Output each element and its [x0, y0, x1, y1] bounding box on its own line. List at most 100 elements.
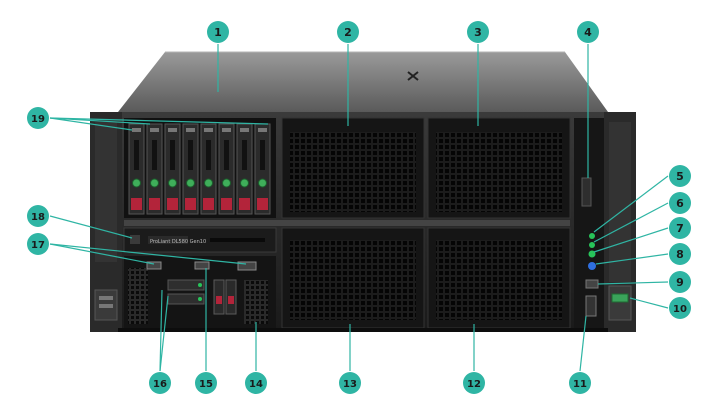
front-usb-port-right[interactable]	[585, 295, 597, 317]
fan-bay-upper-left	[281, 117, 425, 219]
callout-leader-line	[49, 215, 133, 239]
drive-release-button[interactable]	[131, 198, 142, 210]
right-vent	[244, 280, 268, 324]
drive-bay[interactable]	[236, 123, 253, 215]
callout-marker: 13	[339, 372, 361, 394]
callout-number: 1	[214, 26, 222, 39]
optical-drive	[123, 227, 277, 253]
fan-bay-lower-right	[427, 227, 571, 329]
callout-leader-line	[593, 175, 669, 233]
front-usb-port-left[interactable]	[146, 261, 162, 270]
serial-label-pull-tab[interactable]	[581, 177, 592, 207]
callout-marker: 12	[463, 372, 485, 394]
drive-release-button[interactable]	[239, 198, 250, 210]
left-vent	[128, 268, 148, 324]
callout-marker: 1	[207, 21, 229, 43]
drive-release-button[interactable]	[203, 198, 214, 210]
callout-leader-line	[593, 202, 669, 243]
front-io-area	[124, 256, 276, 328]
callout-marker: 5	[669, 165, 691, 187]
vga-port[interactable]	[237, 261, 257, 271]
drive-bay[interactable]	[218, 123, 235, 215]
callout-number: 14	[249, 379, 263, 390]
callout-number: 16	[153, 379, 167, 390]
callout-number: 10	[673, 304, 687, 315]
drive-status-led	[222, 178, 231, 188]
callout-leader-line	[159, 295, 169, 372]
drive-bay[interactable]	[164, 123, 181, 215]
callout-marker: 17	[27, 233, 49, 255]
callout-leader-line	[49, 117, 151, 125]
drive-release-button[interactable]	[149, 198, 160, 210]
pull-tab-handle[interactable]	[611, 293, 629, 303]
hpe-logo-top	[407, 71, 419, 81]
callout-marker: 3	[467, 21, 489, 43]
top-cover	[118, 52, 608, 112]
drive-release-button[interactable]	[221, 198, 232, 210]
callout-number: 19	[31, 114, 45, 125]
drive-cage	[124, 118, 276, 218]
callout-number: 18	[31, 212, 45, 223]
callout-marker: 2	[337, 21, 359, 43]
callout-leader-line	[49, 117, 133, 131]
callout-marker: 16	[149, 372, 171, 394]
drive-led-lower	[198, 297, 202, 301]
optical-drive-label: ProLiant DL580 Gen10	[150, 239, 206, 245]
callout-number: 9	[676, 276, 684, 289]
callout-number: 6	[676, 197, 684, 210]
drive-bay[interactable]	[200, 123, 217, 215]
drive-release-button[interactable]	[185, 198, 196, 210]
front-usb-port-middle[interactable]	[194, 261, 210, 270]
m2-drive-bay-upper[interactable]	[167, 279, 205, 291]
callout-number: 7	[676, 222, 684, 235]
callout-marker: 7	[669, 217, 691, 239]
drive-status-led	[258, 178, 267, 188]
callout-leader-line	[595, 253, 669, 265]
callout-marker: 6	[669, 192, 691, 214]
drive-status-led	[132, 178, 141, 188]
front-control-panel	[574, 118, 604, 330]
callout-marker: 10	[669, 297, 691, 319]
callout-leader-line	[629, 297, 669, 309]
nic-status-led	[589, 242, 595, 248]
callout-leader-line	[49, 243, 247, 265]
callout-marker: 18	[27, 205, 49, 227]
fan-bay-lower-left	[281, 227, 425, 329]
callout-number: 15	[199, 379, 213, 390]
uid-button[interactable]	[588, 262, 596, 270]
callout-marker: 8	[669, 243, 691, 265]
drive-led-upper	[198, 283, 202, 287]
callout-number: 11	[573, 379, 587, 390]
callout-number: 2	[344, 26, 352, 39]
drive-bay[interactable]	[182, 123, 199, 215]
fan-bay-upper-right	[427, 117, 571, 219]
callout-leader-line	[49, 243, 155, 265]
drive-bay[interactable]	[146, 123, 163, 215]
health-led	[589, 233, 595, 239]
drive-bay[interactable]	[128, 123, 145, 215]
callout-marker: 15	[195, 372, 217, 394]
drive-release-button[interactable]	[257, 198, 268, 210]
callout-marker: 11	[569, 372, 591, 394]
callout-marker: 4	[577, 21, 599, 43]
callout-number: 17	[31, 240, 45, 251]
left-rack-ear	[90, 112, 122, 332]
power-button[interactable]	[588, 250, 596, 258]
drive-bay[interactable]	[254, 123, 271, 215]
callout-number: 3	[474, 26, 482, 39]
drive-release-button[interactable]	[167, 198, 178, 210]
callout-marker: 14	[245, 372, 267, 394]
callout-number: 12	[467, 379, 481, 390]
callout-leader-line	[159, 289, 163, 372]
drive-status-led	[150, 178, 159, 188]
drive-status-led	[168, 178, 177, 188]
callout-number: 5	[676, 170, 684, 183]
callout-number: 8	[676, 248, 684, 261]
callout-leaders	[49, 44, 669, 372]
ilo-service-port[interactable]	[585, 279, 599, 289]
drive-bays	[128, 123, 271, 215]
callout-leader-line	[49, 117, 269, 125]
